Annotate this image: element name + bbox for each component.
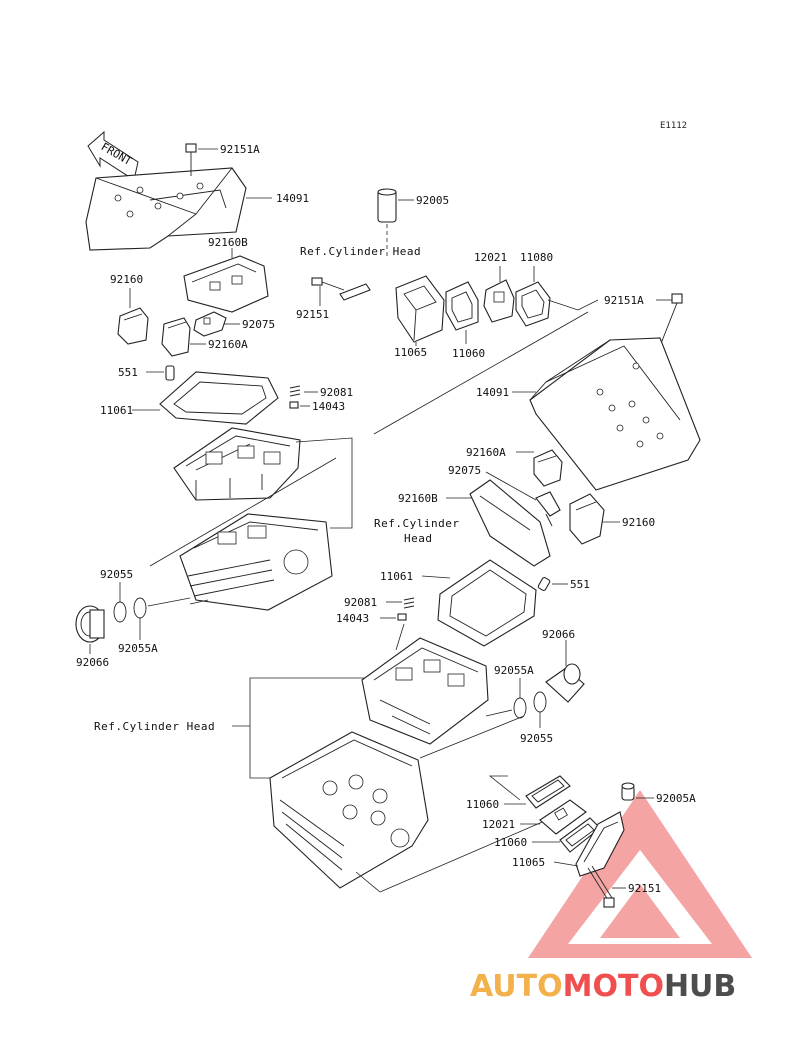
guard-92160B-right	[469, 479, 551, 567]
cover-top	[85, 167, 247, 251]
label-14091-right: 14091	[476, 386, 509, 399]
label-92160A-right: 92160A	[466, 446, 506, 459]
o-ring-92055-left	[113, 597, 147, 623]
valve-11065-top	[395, 275, 445, 343]
joint-92066-right	[545, 663, 585, 703]
watermark-part-moto: MOTO	[563, 969, 664, 1004]
label-551-top: 551	[118, 366, 138, 379]
label-14043-mid: 14043	[336, 612, 369, 625]
label-92160B-right: 92160B	[398, 492, 438, 505]
gasket-11060-top	[445, 281, 479, 331]
label-92151-top: 92151	[296, 308, 329, 321]
bracket-92160-right	[569, 493, 605, 545]
watermark-logo	[528, 790, 752, 958]
label-14043-top: 14043	[312, 400, 345, 413]
ref-cylinder-rear-side-1: Ref.Cylinder	[374, 517, 459, 530]
label-92081-top: 92081	[320, 386, 353, 399]
label-11065-lower: 11065	[512, 856, 545, 869]
bracket-92160A-top	[161, 317, 191, 357]
label-551-mid: 551	[570, 578, 590, 591]
watermark-text: AUTOMOTOHUB	[470, 969, 736, 1004]
dowel-551-mid	[537, 576, 551, 592]
label-92151A-top: 92151A	[220, 143, 260, 156]
gasket-11080	[515, 281, 551, 327]
bracket-92160A-right	[533, 449, 563, 487]
label-12021-lower: 12021	[482, 818, 515, 831]
ref-cylinder-rear-side-2: Head	[404, 532, 433, 545]
label-92066-left: 92066	[76, 656, 109, 669]
ref-cylinder-head-front: Ref.Cylinder Head	[94, 720, 215, 733]
gasket-11061-top	[159, 371, 279, 425]
front-arrow-icon: FRONT	[87, 130, 139, 181]
label-92160-right: 92160	[622, 516, 655, 529]
watermark-part-auto: AUTO	[470, 969, 563, 1004]
label-92005: 92005	[416, 194, 449, 207]
label-92151A-right: 92151A	[604, 294, 644, 307]
label-92081-mid: 92081	[344, 596, 377, 609]
bolt-92151-lower	[587, 865, 615, 908]
cover-right	[529, 337, 701, 491]
label-11060-lower-2: 11060	[494, 836, 527, 849]
label-92075-top: 92075	[242, 318, 275, 331]
gasket-11061-mid	[437, 559, 537, 647]
dowel-551-top	[165, 365, 175, 381]
cylinder-head-rear-lower	[179, 513, 333, 611]
label-92160-top: 92160	[110, 273, 143, 286]
watermark-part-hub: HUB	[664, 969, 736, 1004]
plate-12021-top	[483, 279, 515, 323]
label-92160A-top: 92160A	[208, 338, 248, 351]
label-92066-right: 92066	[542, 628, 575, 641]
bracket-92160-top	[117, 307, 149, 345]
label-11080: 11080	[520, 251, 553, 264]
label-11060-top: 11060	[452, 347, 485, 360]
label-92075-right: 92075	[448, 464, 481, 477]
spring-92081-top	[289, 385, 301, 409]
pipe-92005A	[621, 782, 635, 801]
svg-text:AUTOMOTOHUB: AUTOMOTOHUB	[470, 969, 736, 1004]
ref-cylinder-head-rear-top: Ref.Cylinder Head	[300, 245, 421, 258]
label-12021-top: 12021	[474, 251, 507, 264]
gasket-11060-lower-1	[525, 775, 571, 809]
bolt-top	[185, 143, 197, 176]
clamp-92075-top	[193, 311, 227, 337]
label-92055-right: 92055	[520, 732, 553, 745]
pipe-92005	[377, 188, 397, 258]
label-11060-lower-1: 11060	[466, 798, 499, 811]
cylinder-head-front-upper	[361, 637, 489, 745]
label-92151-lower: 92151	[628, 882, 661, 895]
joint-92066-left	[75, 605, 105, 643]
label-11065-top: 11065	[394, 346, 427, 359]
o-ring-92055-right	[513, 691, 547, 719]
label-92055-left: 92055	[100, 568, 133, 581]
diagram-code: E1112	[660, 121, 687, 131]
plate-12021-lower	[539, 799, 587, 835]
valve-11065-lower	[575, 811, 625, 877]
label-92005A: 92005A	[656, 792, 696, 805]
spring-92081-mid	[397, 597, 415, 621]
cylinder-head-front-lower	[269, 731, 429, 889]
bolt-right	[659, 293, 683, 347]
guard-92160B-top	[183, 255, 269, 313]
label-14091-top: 14091	[276, 192, 309, 205]
clamp-92075-right	[535, 491, 561, 527]
label-11061-top: 11061	[100, 404, 133, 417]
cylinder-head-rear-upper	[173, 427, 301, 501]
label-11061-mid: 11061	[380, 570, 413, 583]
label-92160B-top: 92160B	[208, 236, 248, 249]
label-92055A-right: 92055A	[494, 664, 534, 677]
label-92055A-left: 92055A	[118, 642, 158, 655]
bolt-92151-top	[311, 277, 371, 301]
